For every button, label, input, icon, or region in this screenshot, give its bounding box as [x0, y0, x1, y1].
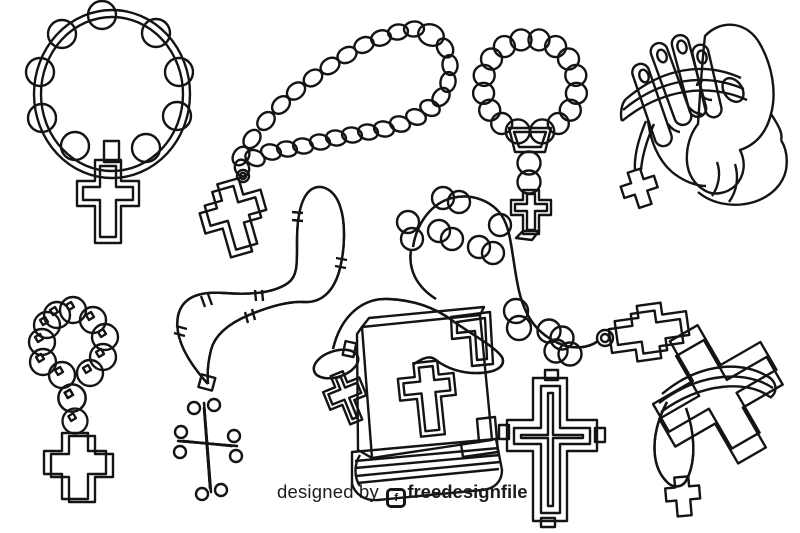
watermark-prefix: designed by: [277, 481, 385, 502]
palm-edge: [646, 119, 707, 188]
corner-protector-bottom-right: [459, 415, 500, 459]
praying-hands-icon: [619, 23, 788, 210]
budded-cross: [172, 397, 244, 502]
round-bead-rosary-icon: [471, 28, 589, 242]
cross-pendant: [42, 431, 115, 504]
side-cross: [607, 301, 691, 363]
bible-with-rosary-icon: [312, 297, 505, 502]
cord-hatches: [173, 210, 348, 338]
rope-wrap: [658, 365, 777, 413]
medal: [507, 126, 553, 154]
palm-creases: [667, 79, 713, 134]
draped-cord: [312, 297, 505, 380]
hanging-cross: [321, 370, 368, 426]
cord-rosary-budded-cross-icon: [172, 185, 348, 502]
cross-pendant: [509, 188, 553, 242]
cross-pendant: [75, 158, 141, 245]
carved-cross-icon: [497, 368, 607, 529]
beads: [24, 0, 195, 164]
cross-pendant: [619, 167, 659, 210]
rope-wrapped-cross-icon: [651, 323, 784, 518]
freedesignfile-logo-icon: f: [386, 488, 407, 508]
rosary-band: [619, 67, 748, 122]
chain: [409, 195, 599, 349]
cross-pendant: [198, 177, 268, 259]
cover-cross: [396, 359, 458, 438]
hanging-cord: [633, 120, 656, 171]
corner-protector-top-right: [449, 310, 495, 368]
beads: [29, 297, 118, 433]
pages: [350, 437, 504, 502]
watermark-brand: freedesignfile: [407, 481, 528, 502]
oval-bead-rosary-strand-icon: [198, 20, 459, 259]
beads: [231, 20, 459, 178]
cover: [355, 305, 494, 460]
beads: [471, 28, 589, 195]
cross-pendant: [663, 475, 702, 518]
chain-rosary-icon: [395, 185, 691, 367]
sleeve: [697, 113, 788, 206]
hand-back: [685, 23, 775, 195]
beads: [395, 185, 583, 367]
thumb-nail: [721, 76, 745, 104]
finger-rosary-large-icon: [24, 0, 195, 245]
small-finger-rosary-icon: [29, 297, 118, 504]
cord: [173, 185, 348, 385]
